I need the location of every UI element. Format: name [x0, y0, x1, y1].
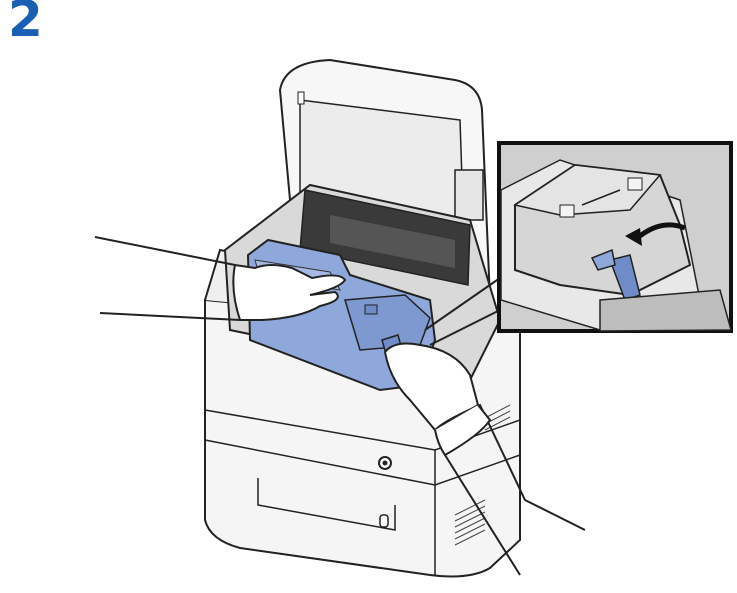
usb-port	[379, 514, 389, 528]
callout-lines	[424, 277, 501, 346]
step-number: 2	[8, 0, 43, 48]
right-hand	[383, 342, 586, 576]
detail-inset	[497, 141, 733, 333]
vent-grille	[454, 404, 511, 546]
left-hand	[94, 236, 347, 321]
